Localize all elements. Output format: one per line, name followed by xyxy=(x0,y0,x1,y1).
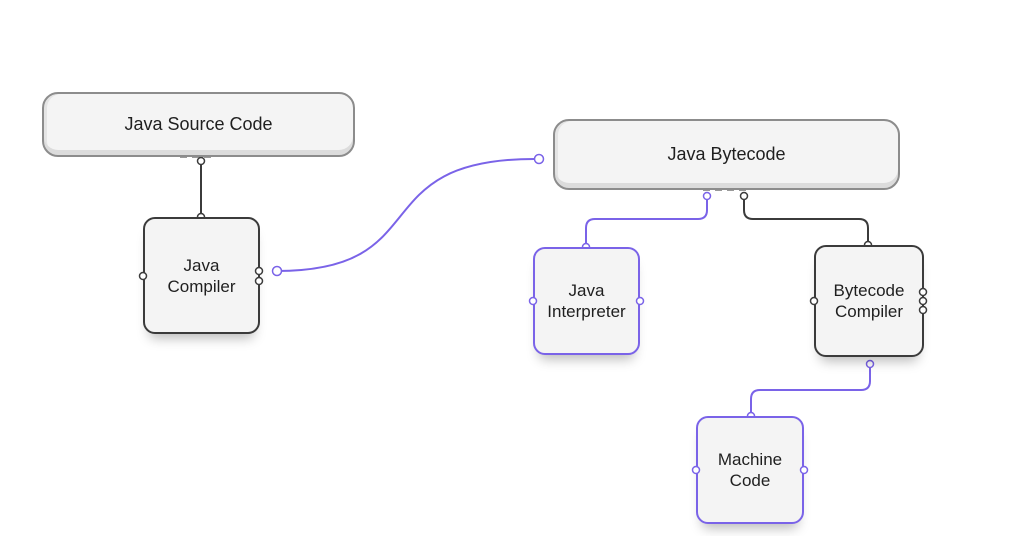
edge-bytecode-compiler-to-machine-code xyxy=(750,364,871,416)
edge-compiler-to-bytecode xyxy=(276,157,540,272)
node-machine-code[interactable]: Machine Code xyxy=(696,416,804,524)
port-bytecode-compiler-out[interactable] xyxy=(865,359,875,369)
edge-bytecode-to-interpreter xyxy=(585,196,708,247)
node-label: Java Interpreter xyxy=(547,281,626,321)
port-bytecode-in[interactable] xyxy=(533,153,545,165)
node-java-source-code[interactable]: Java Source Code xyxy=(42,92,355,157)
node-label: Java Source Code xyxy=(124,114,273,134)
node-label: Bytecode Compiler xyxy=(833,281,905,321)
node-bytecode-compiler[interactable]: Bytecode Compiler xyxy=(814,245,924,357)
port-bytecode-out-compiler[interactable] xyxy=(739,191,749,201)
node-label: Java Compiler xyxy=(167,255,236,296)
node-label: Machine Code xyxy=(717,450,783,490)
port-compiler-to-bytecode-start[interactable] xyxy=(271,265,283,277)
edge-bytecode-to-bytecode-compiler xyxy=(743,196,869,245)
node-java-compiler[interactable]: Java Compiler xyxy=(143,217,260,334)
node-java-interpreter[interactable]: Java Interpreter xyxy=(533,247,640,355)
node-java-bytecode[interactable]: Java Bytecode xyxy=(553,119,900,190)
port-source-out[interactable] xyxy=(196,156,206,166)
port-bytecode-out-interpreter[interactable] xyxy=(702,191,712,201)
node-label: Java Bytecode xyxy=(667,144,786,164)
